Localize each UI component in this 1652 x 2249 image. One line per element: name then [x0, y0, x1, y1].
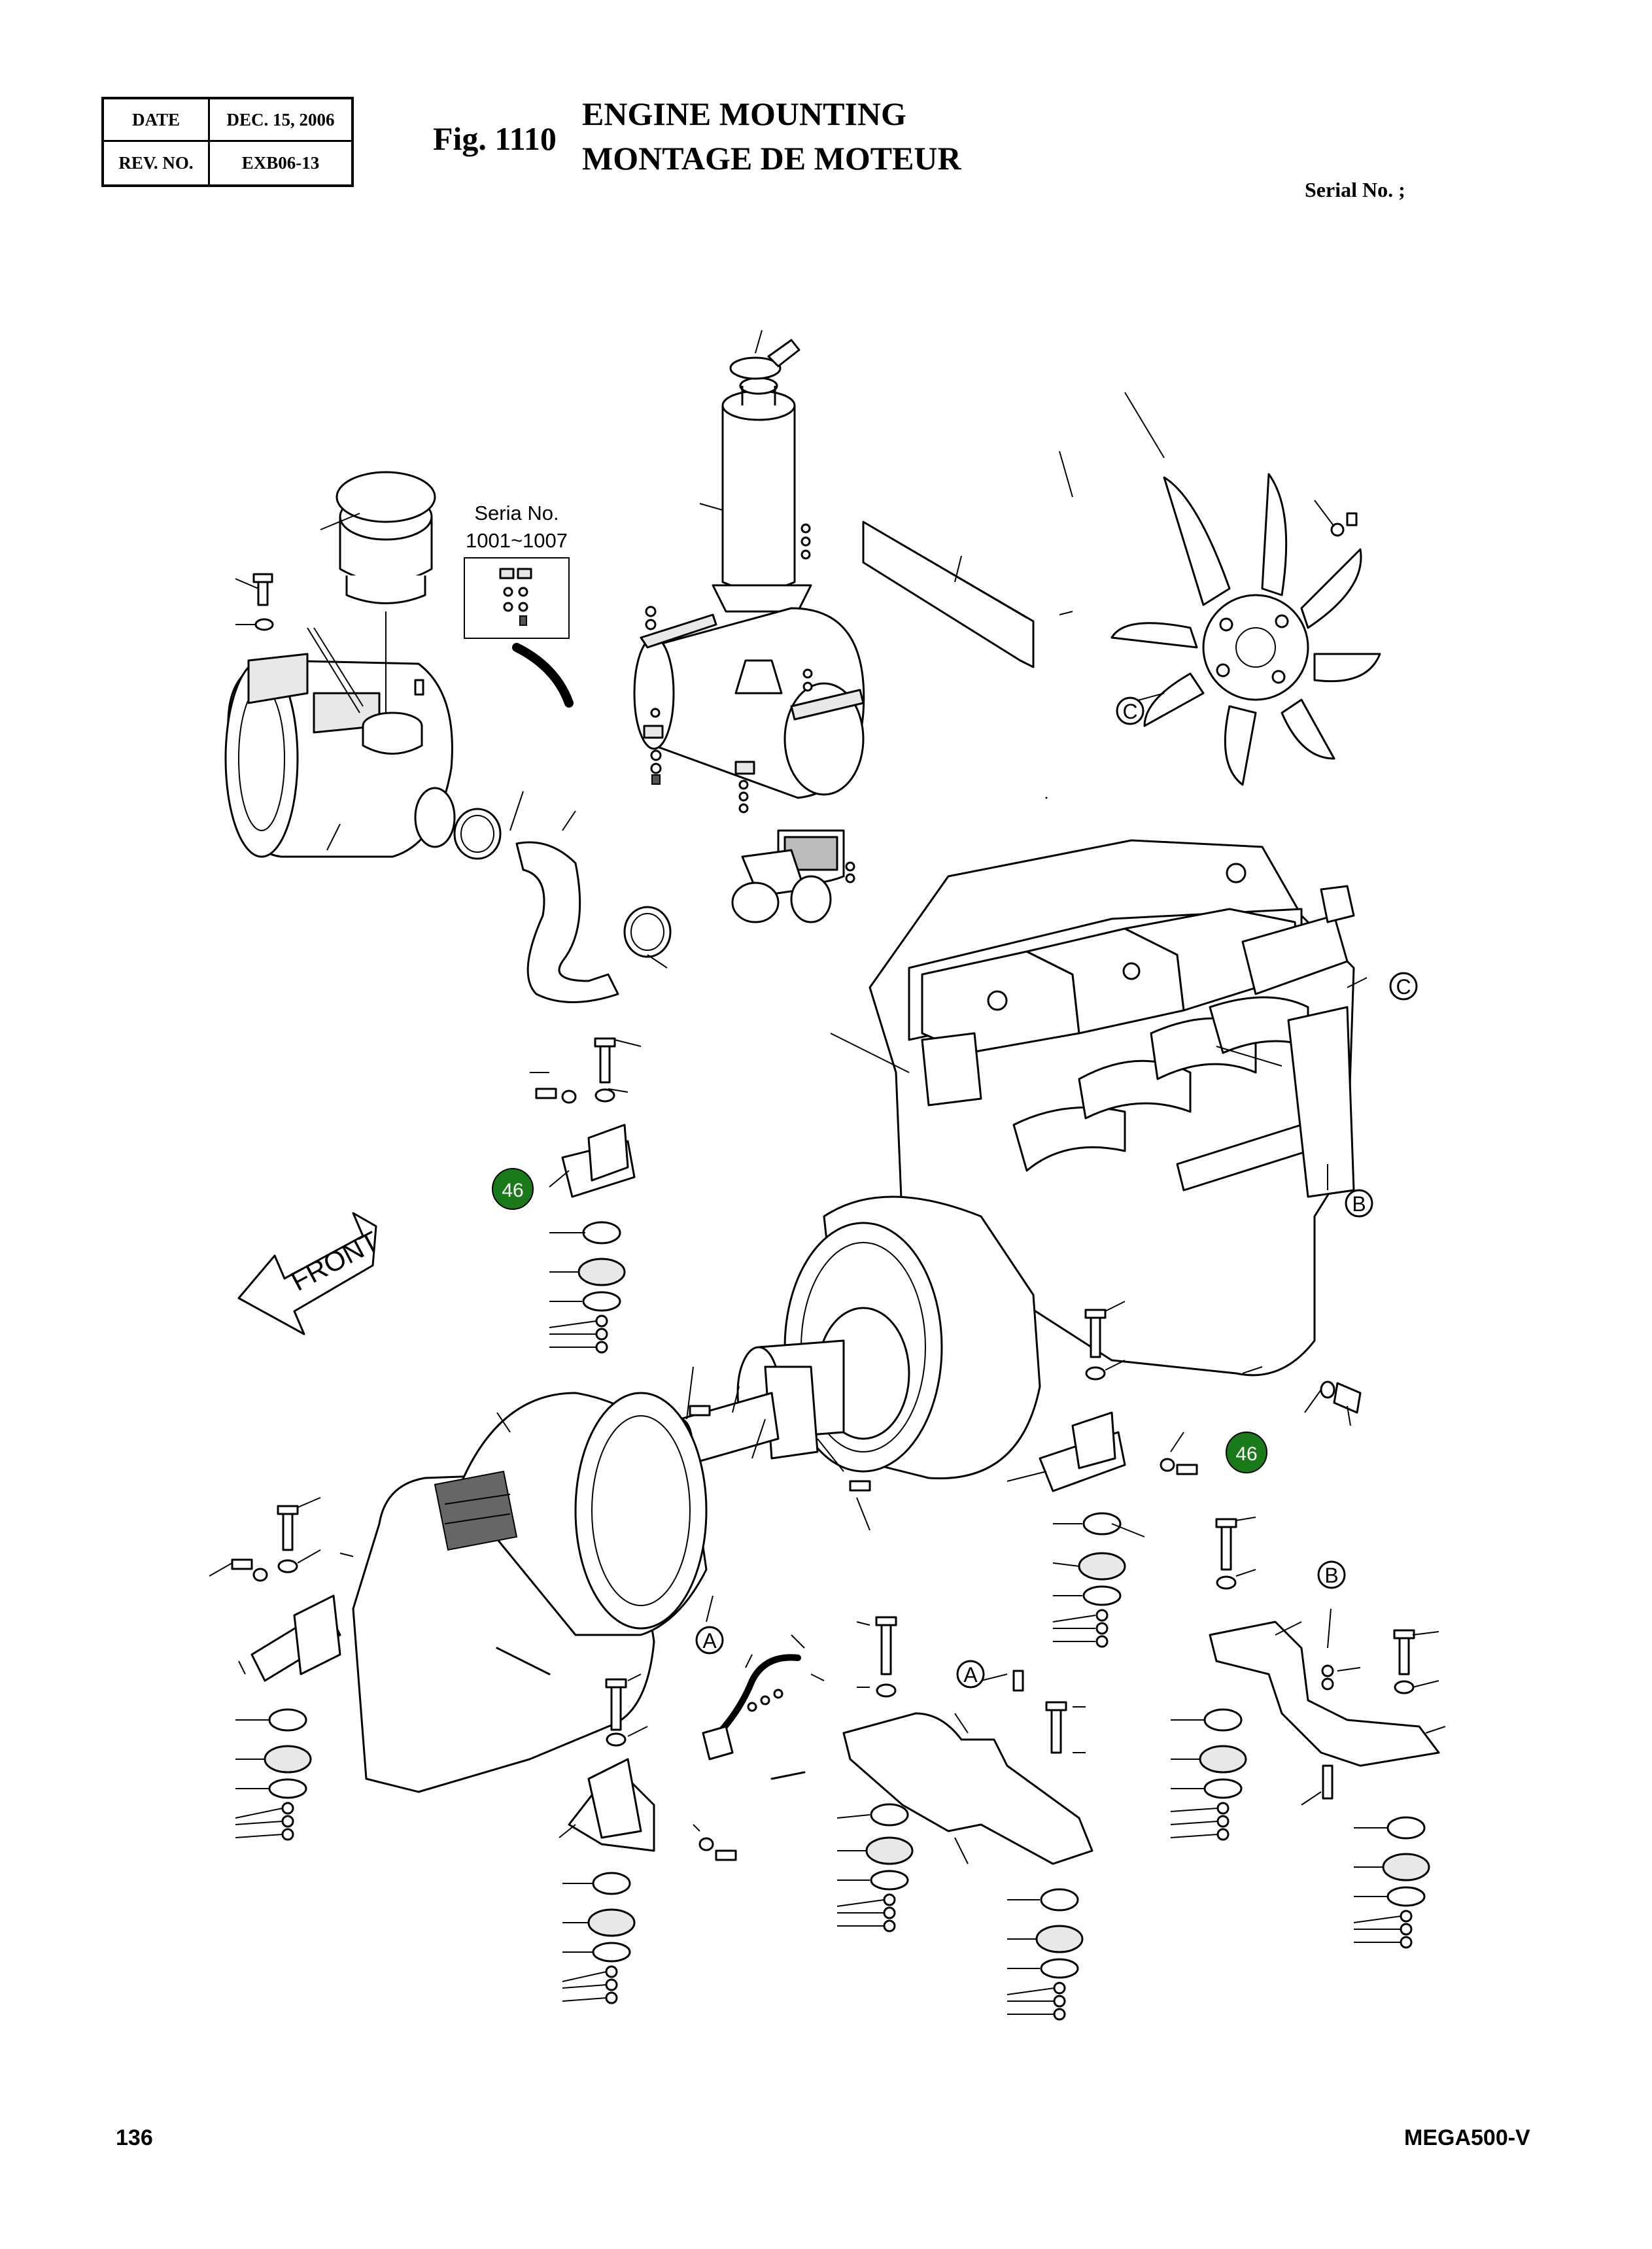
flywheel-housing: [667, 1195, 1041, 1492]
figure-number: Fig. 1110: [433, 120, 557, 157]
mount-rear-right: [1039, 1309, 1198, 1648]
ref-c-engine: C: [1396, 975, 1411, 999]
transmission-housing: [352, 1392, 708, 1793]
air-cleaner-assembly: [224, 471, 672, 1003]
ref-a-transmission: A: [702, 1629, 717, 1653]
ref-a-bracket: A: [963, 1663, 978, 1687]
callout-46-left[interactable]: 46: [492, 1168, 534, 1210]
heat-shield: [862, 521, 1035, 668]
model-name: MEGA500-V: [1404, 2125, 1530, 2150]
mount-bracket-b: [1199, 1518, 1440, 1949]
figure-title-fr: MONTAGE DE MOTEUR: [582, 140, 961, 177]
serial-range-inset: Seria No. 1001~1007: [464, 502, 574, 708]
oil-pressure-sender: [1320, 1381, 1362, 1414]
serial-number-label: Serial No. ;: [1305, 178, 1405, 201]
callout-46-left-label: 46: [502, 1180, 523, 1201]
date-value: DEC. 15, 2006: [210, 99, 351, 142]
dipstick: [702, 1654, 806, 1780]
mount-front-left: [231, 1505, 341, 1841]
mount-bracket-a: [842, 1616, 1093, 2021]
date-label: DATE: [104, 99, 210, 142]
ref-b-engine: B: [1352, 1192, 1366, 1216]
serial-note-line1: Seria No.: [474, 502, 559, 524]
revision-table: DATE DEC. 15, 2006 REV. NO. EXB06-13: [101, 97, 354, 187]
reference-markers: C C B A A B: [695, 696, 1418, 1689]
serial-note-line2: 1001~1007: [466, 529, 568, 552]
leader-lines: [209, 330, 1446, 2015]
muffler-assembly: [633, 339, 865, 923]
ref-c-fan: C: [1122, 700, 1137, 723]
callout-46-right[interactable]: 46: [1226, 1432, 1267, 1473]
ref-b-bracket: B: [1324, 1564, 1338, 1587]
figure-title-en: ENGINE MOUNTING: [582, 95, 906, 132]
mount-front-center: [568, 1678, 737, 2004]
cooling-fan: [1110, 473, 1381, 786]
rev-value: EXB06-13: [241, 153, 320, 173]
mount-rear-left: [535, 1037, 636, 1354]
front-direction-arrow: FRONT: [237, 1212, 384, 1335]
callout-46-right-label: 46: [1235, 1443, 1257, 1465]
page-number: 136: [116, 2125, 153, 2150]
rev-label: REV. NO.: [104, 142, 210, 184]
